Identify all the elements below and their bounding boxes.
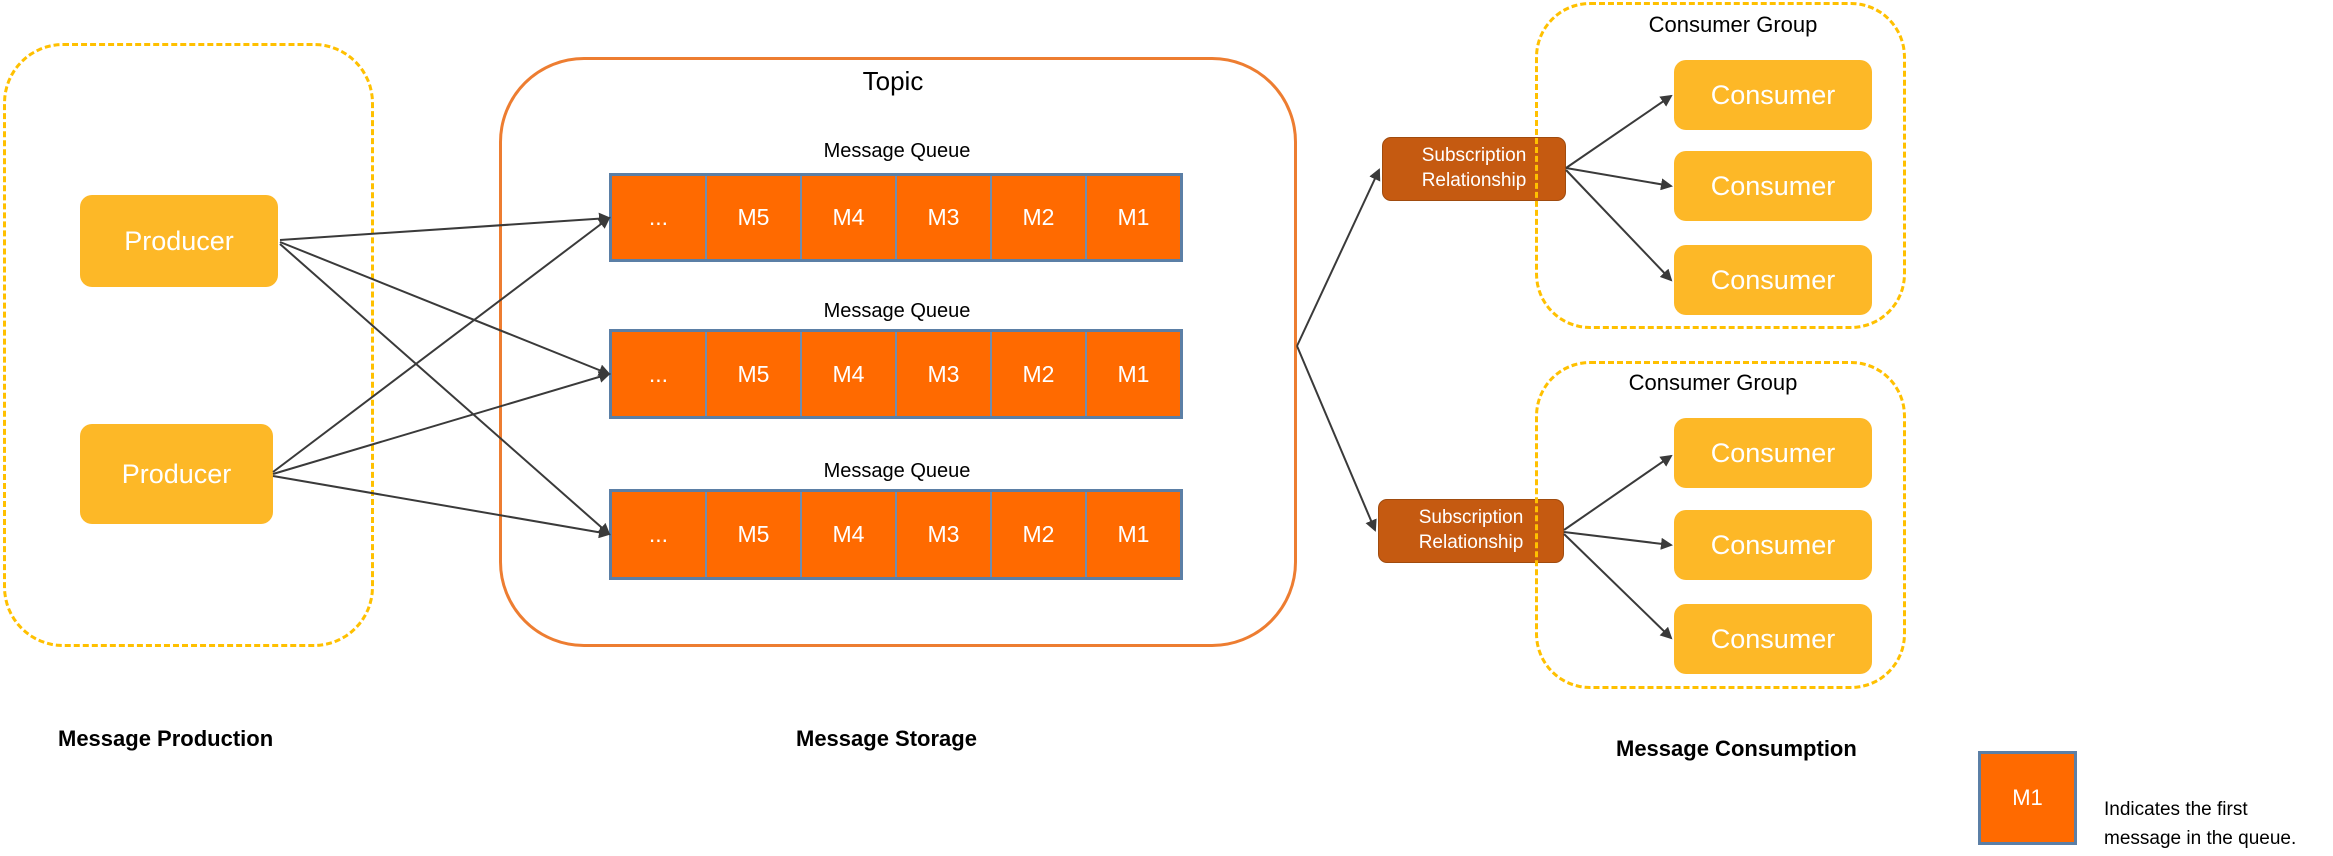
arrow-sub2-consumer3 (1563, 533, 1673, 640)
consumer-box[interactable]: Consumer (1674, 418, 1872, 488)
arrow-producer1-queue3 (279, 243, 611, 536)
arrow-sub2-consumer2 (1563, 531, 1673, 550)
queue-cell: M1 (1117, 521, 1150, 547)
section-label-production: Message Production (58, 726, 274, 751)
queue-cell: M2 (992, 492, 1087, 577)
topic-container (499, 57, 1297, 647)
legend-text-line1: Indicates the first (2104, 799, 2248, 820)
section-label-storage: Message Storage (796, 726, 977, 751)
queue-cell: ... (612, 332, 707, 416)
arrow-producer2-queue3 (272, 475, 611, 539)
queue-cell: M3 (897, 176, 992, 259)
message-queue[interactable]: ... M5 M4 M3 M2 M1 (609, 173, 1183, 262)
queue-cell: M4 (802, 332, 897, 416)
message-queue-label: Message Queue (823, 460, 971, 482)
producer-box[interactable]: Producer (80, 424, 273, 524)
message-queue-label: Message Queue (823, 140, 971, 162)
queue-cell: M1 (1117, 360, 1150, 387)
queue-cell: M3 (897, 492, 992, 577)
arrow-sub1-consumer1 (1565, 94, 1673, 169)
consumer-box[interactable]: Consumer (1674, 510, 1872, 580)
arrow-producer1-queue2 (279, 241, 611, 376)
arrow-sub2-consumer1 (1563, 454, 1673, 531)
arrow-topic-sub1 (1296, 168, 1381, 347)
queue-cell: M2 (992, 176, 1087, 259)
producer-box[interactable]: Producer (80, 195, 278, 287)
arrow-topic-sub2 (1296, 345, 1377, 532)
topic-title: Topic (862, 66, 924, 96)
queue-cell: M1 (1117, 204, 1150, 230)
queue-cell: M4 (802, 492, 897, 577)
queue-cell: M5 (707, 176, 802, 259)
queue-cell: M5 (707, 332, 802, 416)
consumer-box[interactable]: Consumer (1674, 245, 1872, 315)
legend-m1-cell: M1 (1978, 751, 2077, 845)
consumer-group-container (1535, 2, 1906, 329)
consumer-group-title: Consumer Group (1648, 12, 1818, 37)
consumer-box[interactable]: Consumer (1674, 151, 1872, 221)
legend-text-line2: message in the queue. (2104, 828, 2297, 849)
arrow-producer1-queue1 (279, 212, 611, 241)
queue-cell: M2 (992, 332, 1087, 416)
message-queue-label: Message Queue (823, 300, 971, 322)
queue-cell: ... (612, 492, 707, 577)
arrow-producer2-queue1 (272, 216, 611, 473)
legend-text: Indicates the first message in the queue… (2104, 795, 2296, 853)
arrow-sub1-consumer3 (1565, 169, 1673, 282)
arrow-producer2-queue2 (272, 371, 611, 475)
consumer-box[interactable]: Consumer (1674, 604, 1872, 674)
arrow-sub1-consumer2 (1565, 167, 1673, 191)
subscription-relationship-box[interactable]: Subscription Relationship (1378, 499, 1564, 563)
message-queue[interactable]: ... M5 M4 M3 M2 M1 (609, 489, 1183, 580)
consumer-group-title: Consumer Group (1628, 370, 1798, 395)
consumer-group-container (1535, 361, 1906, 689)
section-label-consumption: Message Consumption (1616, 736, 1857, 761)
queue-cell: ... (612, 176, 707, 259)
queue-cell: M3 (897, 332, 992, 416)
consumer-box[interactable]: Consumer (1674, 60, 1872, 130)
message-queue[interactable]: ... M5 M4 M3 M2 M1 (609, 329, 1183, 419)
queue-cell: M4 (802, 176, 897, 259)
queue-cell: M5 (707, 492, 802, 577)
producer-group-container (3, 43, 374, 647)
